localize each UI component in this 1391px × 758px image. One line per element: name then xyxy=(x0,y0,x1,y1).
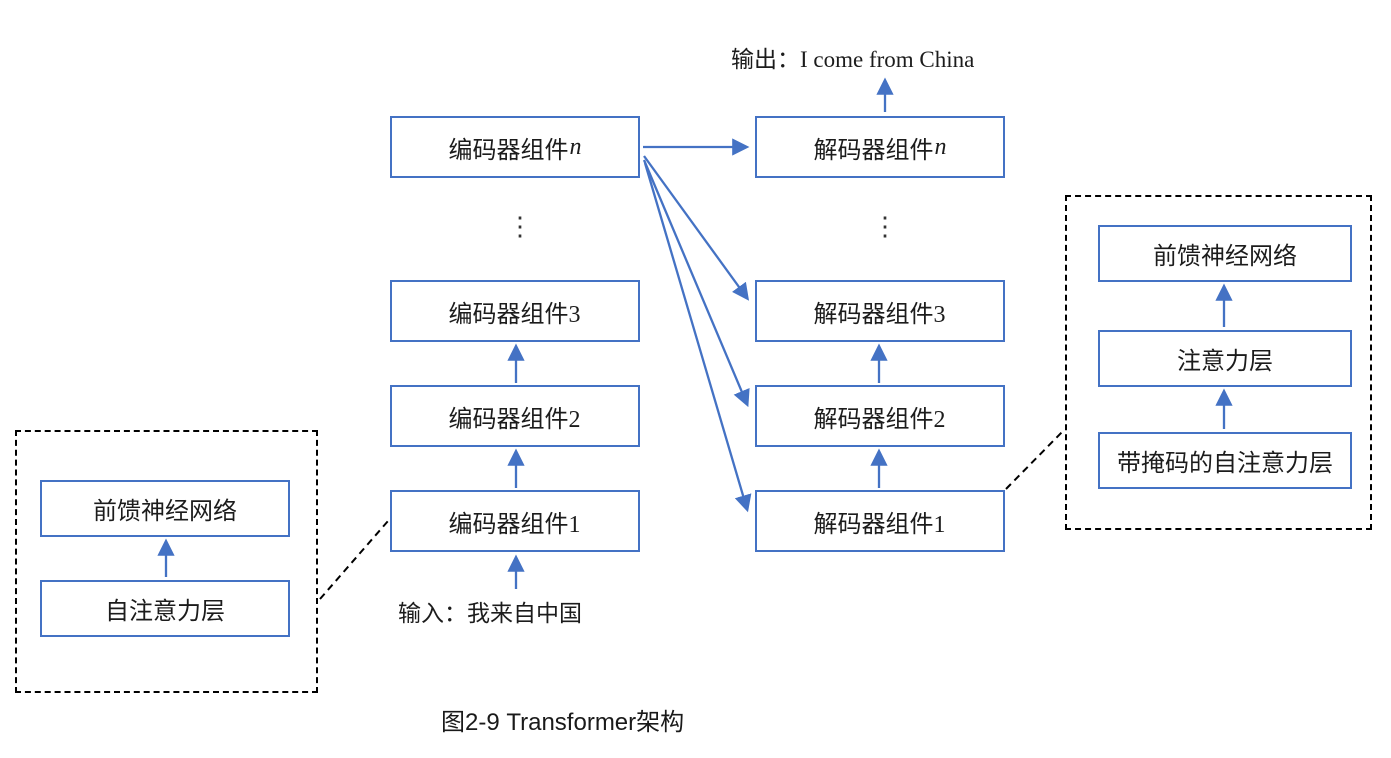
encoder-detail-self-attention-label: 自注意力层 xyxy=(105,599,225,625)
arrow-encodern-to-decoder2 xyxy=(642,159,750,408)
decoder-detail-frame xyxy=(1065,195,1372,530)
figure-caption: 图2-9 Transformer架构 xyxy=(441,709,685,736)
encoder-detail-feed-forward-box: 前馈神经网络 xyxy=(40,480,290,537)
encoder-box-3-label: 编码器组件3 xyxy=(448,301,581,328)
decoder-detail-masked-self-attention-box: 带掩码的自注意力层 xyxy=(1098,432,1352,489)
encoder-box-2-label: 编码器组件2 xyxy=(448,406,581,433)
decoder-detail-attention-box: 注意力层 xyxy=(1098,330,1352,387)
encoder-ellipsis: ⋮ xyxy=(507,212,533,241)
encoder-detail-feed-forward-label: 前馈神经网络 xyxy=(93,499,237,525)
output-label: 输出：I come from China xyxy=(731,47,975,72)
arrow-encodern-to-decoder3 xyxy=(643,155,750,301)
encoder-box-3: 编码器组件3 xyxy=(390,280,640,342)
arrow-encodern-to-decoder1 xyxy=(643,162,752,513)
encoder-detail-self-attention-box: 自注意力层 xyxy=(40,580,290,637)
encoder-detail-frame xyxy=(15,430,318,693)
decoder-ellipsis: ⋮ xyxy=(872,212,898,241)
decoder-box-2: 解码器组件2 xyxy=(755,385,1005,447)
decoder-box-n-var: n xyxy=(934,133,947,160)
decoder-detail-feed-forward-box: 前馈神经网络 xyxy=(1098,225,1352,282)
decoder-box-2-label: 解码器组件2 xyxy=(813,406,946,433)
dashed-connector-decoder-detail xyxy=(1005,430,1064,490)
dashed-connector-encoder-detail xyxy=(319,520,389,600)
decoder-box-3-label: 解码器组件3 xyxy=(813,301,946,328)
decoder-detail-feed-forward-label: 前馈神经网络 xyxy=(1153,244,1297,270)
decoder-box-3: 解码器组件3 xyxy=(755,280,1005,342)
decoder-box-n-label: 解码器组件 xyxy=(813,137,934,164)
encoder-box-1: 编码器组件1 xyxy=(390,490,640,552)
decoder-detail-attention-label: 注意力层 xyxy=(1177,349,1273,375)
decoder-detail-masked-self-attention-label: 带掩码的自注意力层 xyxy=(1117,451,1333,477)
encoder-box-n-label: 编码器组件 xyxy=(448,137,569,164)
encoder-box-1-label: 编码器组件1 xyxy=(448,511,581,538)
input-label: 输入：我来自中国 xyxy=(398,601,582,626)
decoder-box-1-label: 解码器组件1 xyxy=(813,511,946,538)
encoder-box-n-var: n xyxy=(569,133,582,160)
encoder-box-2: 编码器组件2 xyxy=(390,385,640,447)
decoder-box-1: 解码器组件1 xyxy=(755,490,1005,552)
